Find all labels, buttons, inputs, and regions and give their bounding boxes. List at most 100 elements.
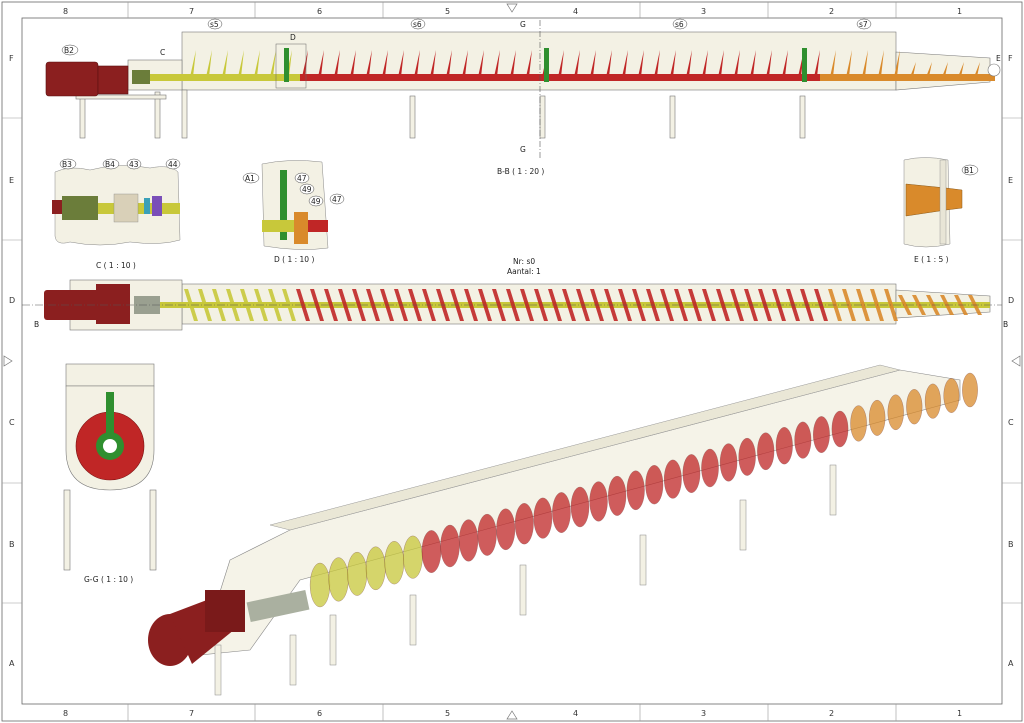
isometric-view[interactable] (148, 364, 978, 696)
flight (338, 289, 352, 321)
section-marker-g: G (520, 145, 526, 154)
balloon: s7 (856, 18, 872, 30)
zone-labels-top: 8 7 6 5 4 3 2 1 (63, 7, 962, 16)
quantity: Aantal: 1 (507, 267, 541, 276)
zone-col-label: 6 (317, 709, 322, 718)
gearbox (97, 65, 129, 95)
center-marks (3, 3, 1021, 720)
shaft-yellow (262, 220, 302, 232)
iso-legs (214, 464, 837, 696)
flight (254, 50, 260, 77)
screw-shaft-orange (820, 74, 995, 81)
iso-flight (757, 432, 775, 471)
balloon: B3 (59, 158, 77, 170)
zone-row-label: A (1008, 659, 1014, 668)
iso-flight (850, 405, 867, 442)
flight (846, 50, 852, 77)
flight (534, 289, 548, 321)
section-marker-g: G (520, 20, 526, 29)
section-marker-b: B (1003, 320, 1008, 329)
flange-44 (152, 196, 162, 216)
zone-col-label: 5 (445, 709, 450, 718)
balloon: s6 (672, 18, 688, 30)
detail-c-view[interactable]: B3 B4 43 44 C ( 1 : 10 ) (52, 158, 181, 270)
iso-flight (496, 508, 516, 551)
iso-flight (738, 437, 756, 476)
flight (884, 289, 898, 321)
iso-flight (328, 557, 349, 602)
section-bb-view[interactable]: G G C D E B2 s5 s6 s6 s7 B-B ( 1 : 20 ) (45, 18, 1001, 176)
svg-text:s7: s7 (859, 20, 868, 29)
flight (190, 50, 196, 77)
zone-col-label: 7 (189, 709, 194, 718)
flight (702, 50, 708, 77)
zone-row-label: F (1008, 54, 1013, 63)
balloon: B2 (61, 44, 79, 56)
iso-flight (887, 394, 904, 431)
svg-text:B3: B3 (62, 160, 72, 169)
motor (45, 61, 99, 97)
view-title-bb: B-B ( 1 : 20 ) (497, 167, 544, 176)
hanger-bearing (284, 48, 289, 82)
gearbox (96, 284, 130, 324)
iso-leg (329, 614, 337, 666)
svg-text:47: 47 (332, 195, 342, 204)
flight (894, 50, 900, 77)
hopper-top (65, 363, 155, 387)
zone-labels-bottom: 8 7 6 5 4 3 2 1 (63, 709, 962, 718)
zone-col-label: 2 (829, 7, 834, 16)
hanger-a1 (280, 170, 287, 240)
flight (686, 50, 692, 77)
flight (310, 289, 324, 321)
zone-col-label: 4 (573, 709, 578, 718)
balloon: 47 (294, 172, 310, 184)
support-legs (79, 89, 806, 139)
motor-base (75, 94, 167, 100)
flight (660, 289, 674, 321)
zone-col-label: 8 (63, 7, 68, 16)
detail-marker-e: E (996, 54, 1001, 63)
iso-leg (829, 464, 837, 516)
balloon: 49 (308, 195, 324, 207)
iso-flight (719, 443, 738, 482)
svg-text:47: 47 (297, 174, 307, 183)
iso-flight (924, 383, 941, 419)
flight (782, 50, 788, 77)
flight (446, 50, 452, 77)
iso-leg (739, 499, 747, 551)
section-gg-view[interactable]: G-G ( 1 : 10 ) (63, 363, 157, 584)
iso-flight (794, 421, 812, 459)
detail-e-view[interactable]: B1 E ( 1 : 5 ) (903, 157, 979, 265)
iso-flight (664, 459, 682, 499)
plan-view[interactable]: Nr: s0 Aantal: 1 B B (22, 257, 1008, 331)
iso-leg (639, 534, 647, 586)
zone-col-label: 3 (701, 709, 706, 718)
svg-text:49: 49 (311, 197, 321, 206)
iso-leg (289, 634, 297, 686)
shaft-bore (103, 439, 117, 453)
iso-flight (869, 399, 886, 436)
flight (574, 50, 580, 77)
flight (910, 62, 916, 77)
bearing-b4 (113, 193, 139, 223)
flight (334, 50, 340, 77)
flight (974, 62, 980, 77)
flight (926, 62, 932, 77)
iso-cover (269, 364, 901, 531)
iso-flight (962, 372, 978, 408)
iso-flight (552, 492, 571, 533)
iso-flight (421, 530, 442, 573)
detail-d-view[interactable]: A1 47 49 49 47 D ( 1 : 10 ) (242, 160, 345, 264)
iso-flight (775, 427, 793, 465)
iso-flight (384, 541, 405, 585)
flight (766, 50, 772, 77)
iso-flight (626, 470, 645, 511)
flight (238, 50, 244, 77)
zone-col-label: 3 (701, 7, 706, 16)
detail-marker-c: C (160, 48, 165, 57)
flight (842, 289, 856, 321)
balloon: 47 (329, 193, 345, 205)
flight (718, 50, 724, 77)
